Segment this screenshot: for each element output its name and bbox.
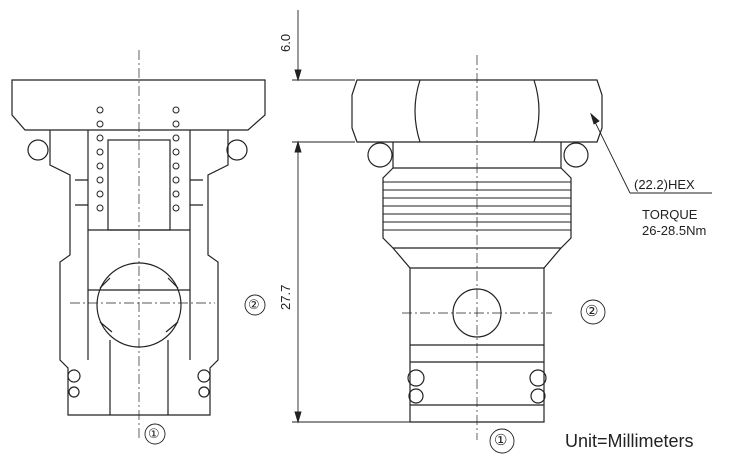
oring-lower-right-2 — [530, 388, 546, 404]
dim-hex-height-arrow — [294, 69, 302, 82]
oring-upper-right — [563, 142, 589, 168]
oring-upper-left — [367, 142, 393, 168]
section-oring-low-right — [197, 369, 211, 383]
section-lower-bore — [87, 290, 191, 415]
torque-value: 26-28.5Nm — [642, 223, 707, 238]
section-ball-seat — [99, 277, 179, 333]
section-view — [11, 50, 266, 440]
oring-lower-right — [529, 369, 547, 387]
port-marker-right-bottom — [489, 428, 515, 454]
section-bore-steps — [75, 179, 203, 206]
hex-flats — [414, 79, 540, 143]
section-oring-low-left-2 — [68, 386, 80, 398]
dim-hex-height-label: 6.0 — [278, 33, 293, 52]
section-oring-low-left — [67, 369, 81, 383]
dimension-lines — [292, 10, 712, 424]
hex-size-label: (22.2)HEX — [634, 177, 695, 192]
oring-lower-left — [407, 369, 425, 387]
section-oring-right — [226, 139, 248, 161]
port-label-left-bottom: ① — [148, 426, 160, 441]
port-marker-right-side — [580, 299, 606, 325]
port-label-right-side: ② — [585, 303, 599, 320]
exterior-view — [351, 55, 603, 440]
port-label-right-bottom: ① — [494, 432, 508, 449]
hex-leader-line — [592, 117, 631, 194]
port-marker-left-bottom — [144, 423, 166, 445]
unit-label: Unit=Millimeters — [565, 431, 694, 451]
section-oring-left — [27, 139, 49, 161]
dim-body-length-label: 27.7 — [278, 284, 293, 310]
hex-leader-arrow — [590, 112, 600, 125]
dim-body-length-arrow-top — [294, 140, 302, 153]
section-oring-low-right-2 — [198, 386, 210, 398]
hex-nut — [351, 79, 603, 143]
port-marker-left-side — [244, 294, 266, 316]
torque-note: TORQUE 26-28.5Nm — [642, 207, 706, 239]
torque-label: TORQUE — [642, 207, 698, 222]
oring-lower-left-2 — [408, 388, 424, 404]
section-cap — [11, 79, 266, 131]
port-label-left-side: ② — [248, 297, 260, 312]
dim-body-length-arrow-bottom — [294, 411, 302, 424]
port-markers — [144, 294, 606, 454]
section-spring-coils — [96, 106, 180, 212]
